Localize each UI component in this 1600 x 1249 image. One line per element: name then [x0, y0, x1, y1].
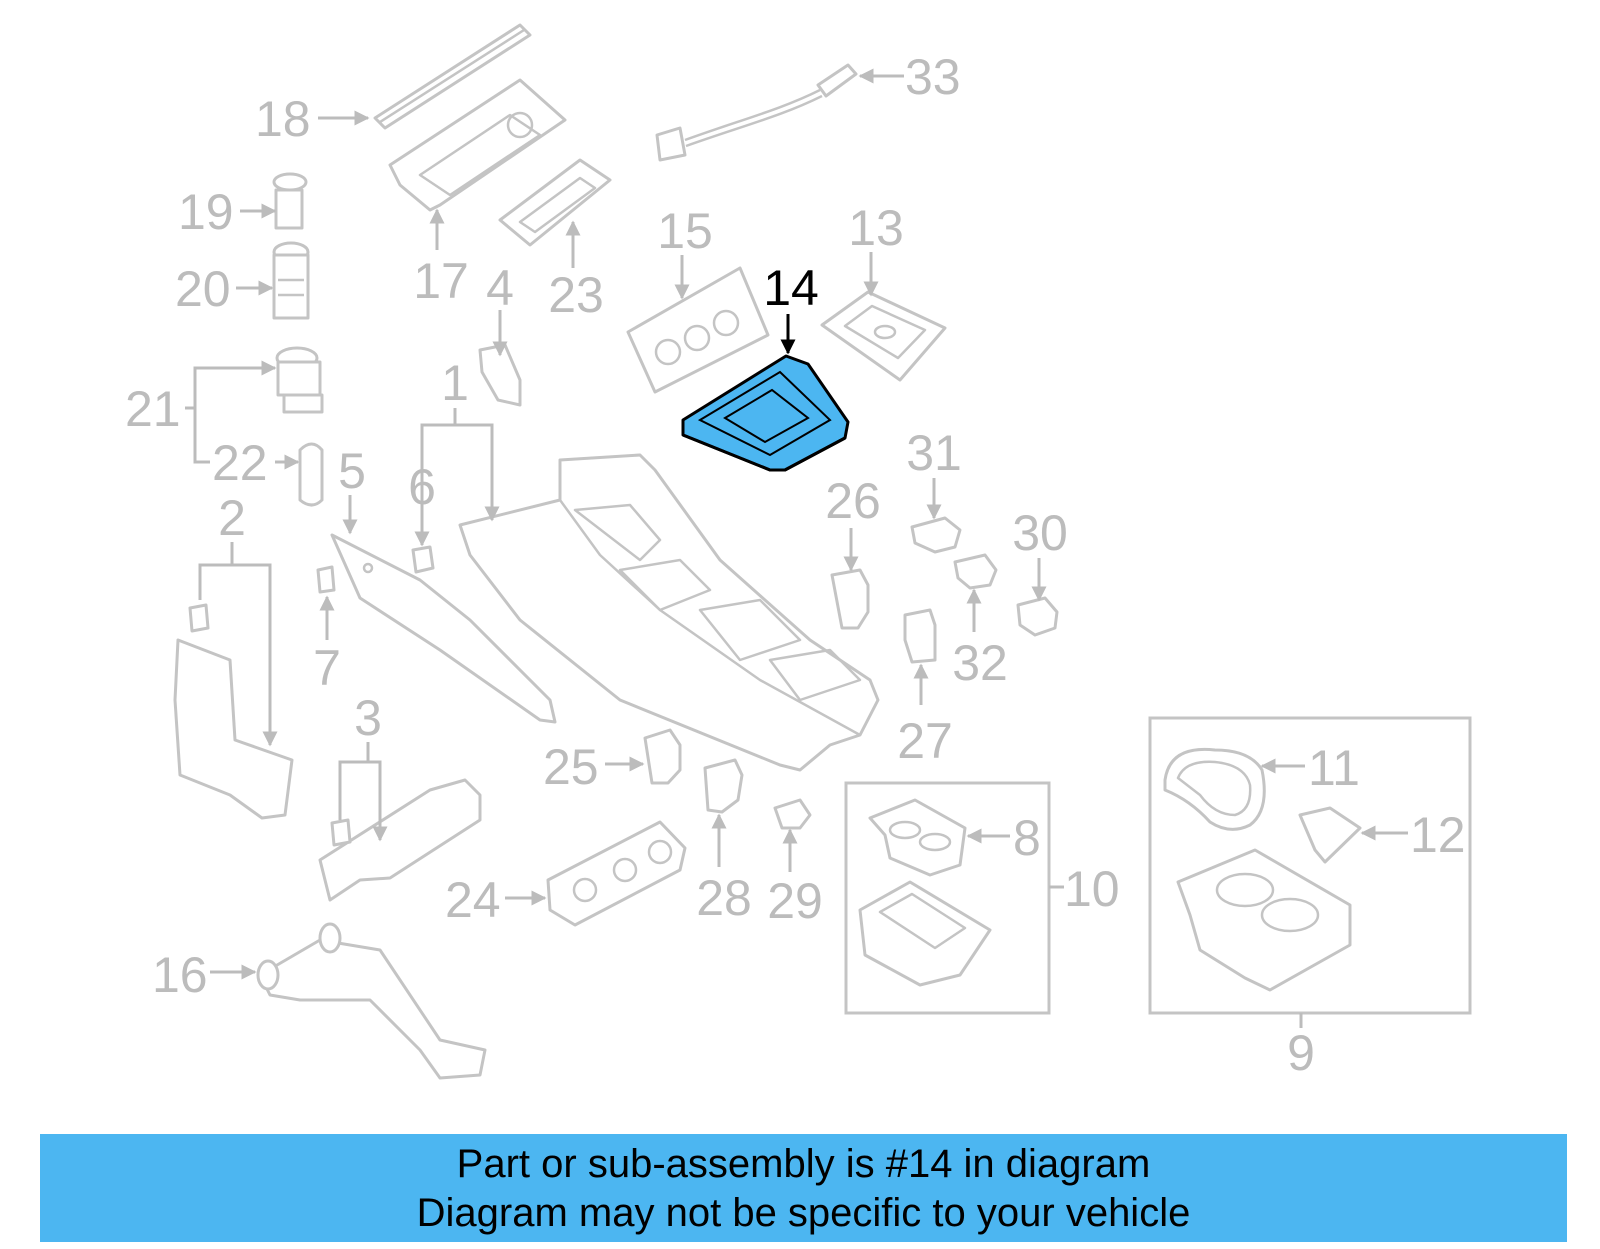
part-20-power-socket[interactable]: [272, 241, 310, 320]
part-13-shift-boot[interactable]: [820, 290, 947, 382]
callout-12: 12: [1410, 807, 1466, 863]
part-7-clip[interactable]: [316, 565, 336, 594]
part-33-wiring-harness[interactable]: [655, 63, 858, 162]
part-11-cup-holder-trim[interactable]: [1163, 747, 1266, 831]
callout-33: 33: [905, 49, 961, 105]
part-31-switch[interactable]: [910, 516, 962, 554]
part-8-cup-holder[interactable]: [868, 798, 967, 877]
callout-29: 29: [767, 873, 823, 929]
part-9-cup-holder-assembly[interactable]: [1176, 848, 1352, 992]
group-10-box: [844, 781, 1051, 1015]
callout-21: 21: [125, 381, 181, 437]
callout-32: 32: [952, 635, 1008, 691]
callout-31: 31: [906, 425, 962, 481]
callout-30: 30: [1012, 505, 1068, 561]
callout-27: 27: [897, 713, 953, 769]
part-2-side-bracket[interactable]: [173, 603, 294, 820]
callout-28: 28: [696, 870, 752, 926]
callout-20: 20: [175, 261, 231, 317]
callout-5: 5: [338, 443, 366, 499]
part-17-shifter-bezel[interactable]: [388, 78, 567, 212]
part-30-switch[interactable]: [1016, 596, 1059, 637]
banner-line-1: Part or sub-assembly is #14 in diagram: [456, 1142, 1151, 1186]
callout-14: 14: [763, 260, 819, 316]
callout-23: 23: [548, 267, 604, 323]
part-6-clip[interactable]: [411, 545, 435, 574]
callout-4: 4: [486, 260, 514, 316]
part-32-switch[interactable]: [953, 553, 998, 590]
part-29-switch[interactable]: [773, 798, 812, 830]
callout-6: 6: [408, 459, 436, 515]
part-24-control-panel[interactable]: [546, 820, 687, 927]
part-25-switch[interactable]: [643, 728, 682, 785]
callout-labels: 1 2 3 4 5 6 7 8 9 10 11 12 13 14 15 16 1…: [125, 49, 1466, 1081]
part-18-trim-strip[interactable]: [373, 23, 532, 130]
callout-8: 8: [1013, 810, 1041, 866]
callout-16: 16: [152, 947, 208, 1003]
part-10-cup-holder-insert[interactable]: [858, 880, 992, 987]
part-5-side-trim-panel[interactable]: [330, 533, 557, 724]
callout-10: 10: [1064, 861, 1120, 917]
callout-15: 15: [657, 203, 713, 259]
callout-17: 17: [413, 253, 469, 309]
part-16-air-duct[interactable]: [256, 922, 487, 1080]
part-22-fuse[interactable]: [298, 442, 324, 507]
part-27-switch[interactable]: [903, 608, 937, 664]
callout-26: 26: [825, 473, 881, 529]
part-21-socket-assembly[interactable]: [275, 346, 324, 414]
part-23-switch-panel[interactable]: [498, 158, 612, 247]
callout-19: 19: [178, 184, 234, 240]
callout-2: 2: [218, 490, 246, 546]
callout-1: 1: [441, 355, 469, 411]
callout-24: 24: [445, 872, 501, 928]
part-3-mount-bracket[interactable]: [318, 778, 482, 902]
callout-11: 11: [1308, 740, 1360, 796]
part-12-trim-piece[interactable]: [1298, 806, 1362, 864]
part-28-switch[interactable]: [703, 758, 744, 814]
callout-7: 7: [313, 640, 341, 696]
part-19-clip[interactable]: [272, 172, 308, 230]
callout-18: 18: [255, 91, 311, 147]
part-26-switch[interactable]: [830, 568, 870, 630]
callout-3: 3: [354, 690, 382, 746]
callout-9: 9: [1287, 1025, 1315, 1081]
callout-25: 25: [543, 739, 599, 795]
info-banner: Part or sub-assembly is #14 in diagram D…: [40, 1134, 1567, 1242]
callout-22: 22: [212, 435, 268, 491]
callout-13: 13: [848, 200, 904, 256]
banner-line-2: Diagram may not be specific to your vehi…: [416, 1191, 1191, 1235]
part-1-center-console[interactable]: [458, 453, 880, 772]
part-15-climate-panel[interactable]: [626, 266, 770, 394]
part-14-storage-tray[interactable]: [681, 354, 850, 472]
group-9-box: [1148, 716, 1472, 1015]
leader-lines: [185, 68, 1408, 1028]
